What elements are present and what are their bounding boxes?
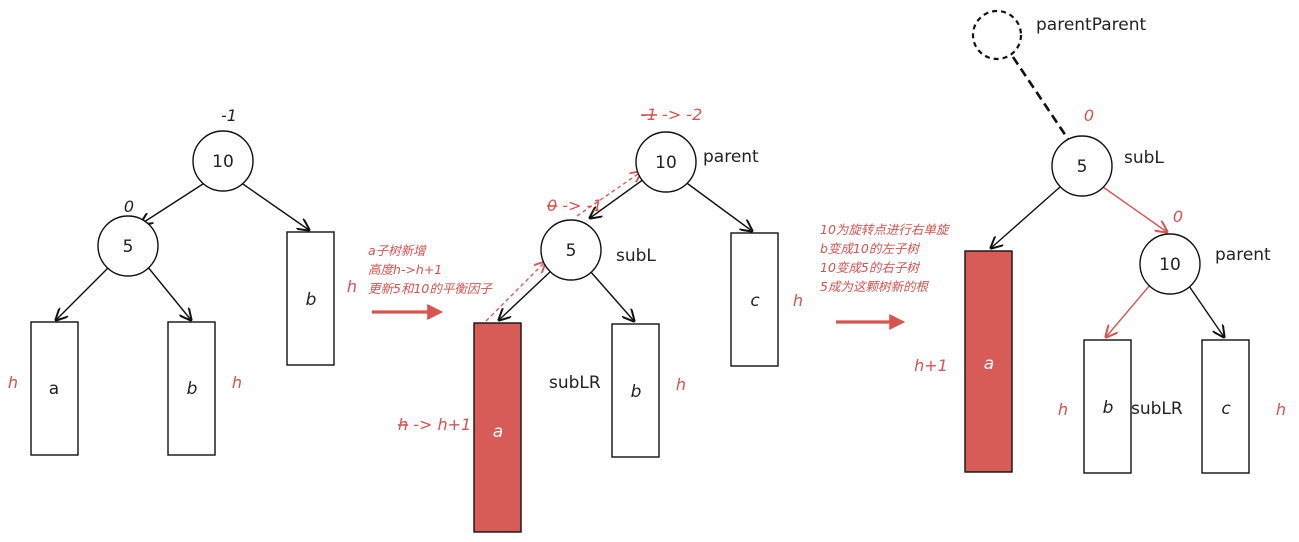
update-arrow-5-to-10 <box>576 172 641 217</box>
arrow2-note-line-2: b变成10的左子树 <box>820 241 920 256</box>
node-10-balance-factor: 0 <box>1173 207 1183 226</box>
node-10-label: 10 <box>655 153 677 173</box>
arrow1-note-line-2: 高度h->h+1 <box>368 262 442 277</box>
sublr-tag: subLR <box>549 373 601 393</box>
subtree-a-height: h <box>8 373 18 392</box>
node-10 <box>635 131 697 193</box>
arrow2-note-line-1: 10为旋转点进行右单旋 <box>820 222 951 237</box>
edge-10-to-b <box>1106 284 1151 337</box>
subtree-b-height: h <box>1058 400 1068 419</box>
parent-tag: parent <box>703 147 759 167</box>
subtree-b-left-height: h <box>232 373 242 392</box>
node-10-balance-factor: -1 -> -2 <box>641 105 702 124</box>
subtree-c-label: c <box>1221 399 1231 419</box>
subtree-a-grown <box>964 250 1013 473</box>
subtree-b-right-label: b <box>306 290 317 310</box>
subtree-c-height: h <box>793 291 803 310</box>
node-10 <box>192 130 254 192</box>
subtree-c <box>1201 339 1250 474</box>
node-10-label: 10 <box>1159 255 1181 275</box>
update-arrow-a-to-5 <box>485 262 545 322</box>
edge-5-to-b <box>589 270 634 321</box>
edge-parentparent-to-5 <box>1011 56 1070 140</box>
subtree-b-label: b <box>1103 398 1114 418</box>
edge-5-to-b <box>146 265 191 320</box>
node-5-label: 5 <box>566 241 577 261</box>
edge-5-to-10 <box>1102 186 1167 232</box>
arrow2-note-line-4: 5成为这颗树新的根 <box>820 279 929 294</box>
subtree-a-height: h -> h+1 <box>398 415 471 434</box>
transition-arrow-2: 10为旋转点进行右单旋 b变成10的左子树 10变成5的右子树 5成为这颗树新的… <box>820 222 951 330</box>
subtree-a <box>30 321 79 456</box>
node-5-label: 5 <box>1077 157 1088 177</box>
edge-5-to-a <box>991 186 1061 248</box>
node-10 <box>1139 233 1201 295</box>
parent-parent-tag: parentParent <box>1036 15 1146 35</box>
node-10-label: 10 <box>212 152 234 172</box>
transition-arrow-1: a子树新增 高度h->h+1 更新5和10的平衡因子 <box>368 243 493 320</box>
subtree-b-right-height: h <box>347 277 357 296</box>
parent-tag: parent <box>1215 245 1271 265</box>
subtree-b-left-label: b <box>187 379 198 399</box>
edge-10-to-c <box>683 180 752 231</box>
subtree-b <box>1083 339 1132 474</box>
subtree-a-label: a <box>49 379 59 399</box>
node-5-label: 5 <box>123 237 134 257</box>
subtree-b-left <box>167 321 216 456</box>
arrow2-note-line-3: 10变成5的右子树 <box>820 260 920 275</box>
subl-tag: subL <box>1124 148 1164 168</box>
node-5-new-root <box>1051 135 1113 197</box>
edge-10-to-5 <box>590 178 645 218</box>
subtree-b <box>611 323 660 458</box>
node-5-balance-factor: 0 <box>124 197 134 216</box>
node-5 <box>540 219 602 281</box>
subtree-a-height: h+1 <box>914 356 948 375</box>
edge-10-to-5 <box>141 181 207 224</box>
edge-10-to-b <box>239 181 309 230</box>
subtree-c-label: c <box>750 291 760 311</box>
subtree-b-right <box>286 231 335 366</box>
subl-tag: subL <box>616 246 656 266</box>
diagram-after-right-rotation: parentParent 5 subL 0 10 parent 0 a h+1 … <box>914 9 1286 474</box>
node-5-balance-factor: 0 -> -1 <box>547 196 603 215</box>
node-5 <box>97 215 159 277</box>
subtree-a-label: a <box>984 354 994 374</box>
arrow1-note-line-1: a子树新增 <box>368 243 427 258</box>
subtree-a-grown <box>473 322 522 533</box>
diagram-after-insert: 10 parent -1 -> -2 5 subL 0 -> -1 a h ->… <box>398 105 803 533</box>
subtree-b-label: b <box>631 382 642 402</box>
node-5-balance-factor: 0 <box>1084 106 1094 125</box>
subtree-c <box>730 232 779 367</box>
sublr-tag: subLR <box>1131 399 1183 419</box>
parent-parent-node <box>971 9 1023 61</box>
subtree-a-label: a <box>493 422 503 442</box>
diagram-before-insert: 10 -1 5 0 a h b h b h <box>8 106 357 456</box>
edge-5-to-a <box>56 265 111 320</box>
node-10-balance-factor: -1 <box>221 106 237 125</box>
arrow1-note-line-3: 更新5和10的平衡因子 <box>368 281 493 296</box>
edge-5-to-a <box>499 270 552 320</box>
edge-10-to-c <box>1188 285 1224 337</box>
subtree-c-height: h <box>1276 400 1286 419</box>
subtree-b-height: h <box>676 375 686 394</box>
